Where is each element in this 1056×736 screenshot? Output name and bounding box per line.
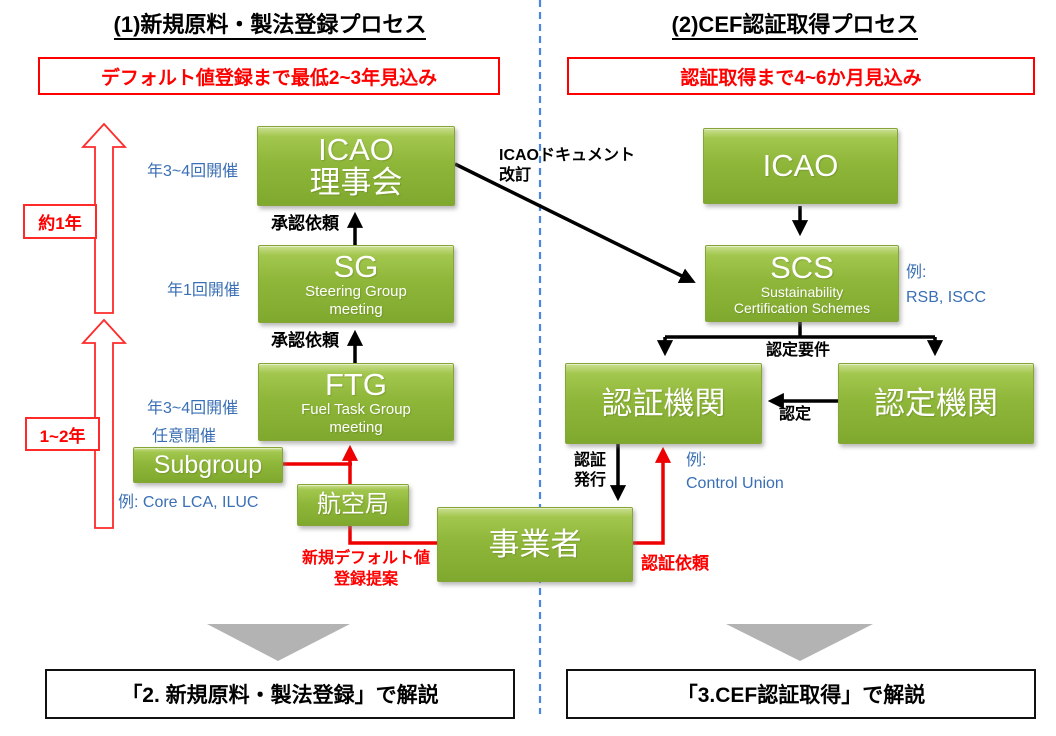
box-scs-sub2: Certification Schemes (733, 300, 871, 317)
label-ftg-frequency: 年3~4回開催 (147, 400, 239, 417)
label-cert-issue-line2: 発行 (574, 472, 607, 489)
box-operator: 事業者 (437, 507, 633, 582)
box-icao-council: ICAO 理事会 (257, 126, 455, 206)
left-banner-text: デフォルト値登録まで最低2~3年見込み (100, 67, 438, 89)
box-aviation-bureau: 航空局 (297, 484, 409, 526)
box-scs: SCS Sustainability Certification Schemes (705, 245, 899, 322)
left-footer-box: 「2. 新規原料・製法登録」で解説 (45, 669, 515, 719)
box-scs-title: SCS (770, 249, 834, 285)
box-ftg-sub2: meeting (329, 418, 383, 436)
box-sg: SG Steering Group meeting (258, 245, 454, 323)
box-icao-council-line2: 理事会 (309, 165, 403, 200)
red-line-operator-to-certification-body (630, 446, 672, 545)
red-line-operator-to-ftg (341, 444, 437, 545)
arrow-icao-council-to-scs (454, 162, 696, 283)
right-banner: 認証取得まで4~6か月見込み (567, 57, 1035, 95)
box-certification-body: 認証機関 (565, 363, 762, 444)
down-triangle-left (207, 624, 350, 661)
label-new-default-value-proposal: 新規デフォルト値 登録提案 (295, 549, 437, 591)
left-section-title: (1)新規原料・製法登録プロセス (40, 7, 500, 40)
box-ftg: FTG Fuel Task Group meeting (258, 363, 454, 441)
label-accreditation-requirements: 認定要件 (766, 342, 831, 359)
label-cert-issue: 認証 発行 (574, 451, 606, 491)
box-accreditation-body: 認定機関 (838, 363, 1034, 444)
label-certification-body-example: 例: Control Union (686, 449, 784, 495)
left-banner: デフォルト値登録まで最低2~3年見込み (38, 57, 500, 95)
duration-arrow-top (80, 122, 128, 314)
duration-label-about-1-year: 約1年 (23, 204, 97, 239)
right-footer-box: 「3.CEF認証取得」で解説 (566, 669, 1036, 719)
box-ftg-title: FTG (325, 367, 387, 403)
label-scs-example: 例: RSB, ISCC (906, 261, 986, 311)
label-accreditation: 認定 (779, 406, 812, 423)
box-sg-title: SG (333, 249, 379, 285)
box-subgroup: Subgroup (133, 447, 283, 483)
label-approval-request-1: 承認依頼 (271, 214, 339, 233)
box-icao: ICAO (703, 128, 898, 204)
label-icao-council-frequency: 年3~4回開催 (147, 163, 239, 180)
label-cert-issue-line1: 認証 (574, 452, 607, 469)
box-scs-sub1: Sustainability (760, 284, 844, 301)
label-proposal-line2: 登録提案 (333, 570, 398, 588)
down-triangle-right (726, 624, 873, 661)
label-icao-document-revision: ICAOドキュメント 改訂 (499, 146, 635, 186)
label-cert-request: 認証依頼 (641, 554, 709, 573)
label-scs-example-line1: 例: (906, 264, 927, 281)
box-ftg-sub1: Fuel Task Group (301, 401, 411, 419)
box-sg-sub1: Steering Group (305, 283, 407, 301)
label-icao-document-line1: ICAOドキュメント (499, 147, 636, 164)
label-proposal-line1: 新規デフォルト値 (301, 550, 430, 567)
label-subgroup-example: 例: Core LCA, ILUC (118, 494, 259, 511)
box-icao-council-line1: ICAO (318, 131, 394, 167)
duration-label-1-2-years: 1~2年 (25, 417, 100, 451)
label-sg-frequency: 年1回開催 (167, 282, 240, 299)
label-scs-example-line2: RSB, ISCC (906, 288, 987, 306)
duration-arrow-bottom (80, 318, 128, 529)
box-sg-sub2: meeting (329, 300, 383, 318)
label-cert-body-example-line2: Control Union (686, 475, 784, 493)
label-approval-request-2: 承認依頼 (271, 331, 339, 350)
label-cert-body-example-line1: 例: (686, 452, 707, 469)
label-icao-document-line2: 改訂 (499, 167, 532, 184)
right-banner-text: 認証取得まで4~6か月見込み (680, 67, 922, 89)
branch-scs-to-bodies (665, 320, 935, 339)
right-section-title: (2)CEF認証取得プロセス (560, 7, 1030, 40)
label-subgroup-frequency: 任意開催 (152, 428, 217, 445)
